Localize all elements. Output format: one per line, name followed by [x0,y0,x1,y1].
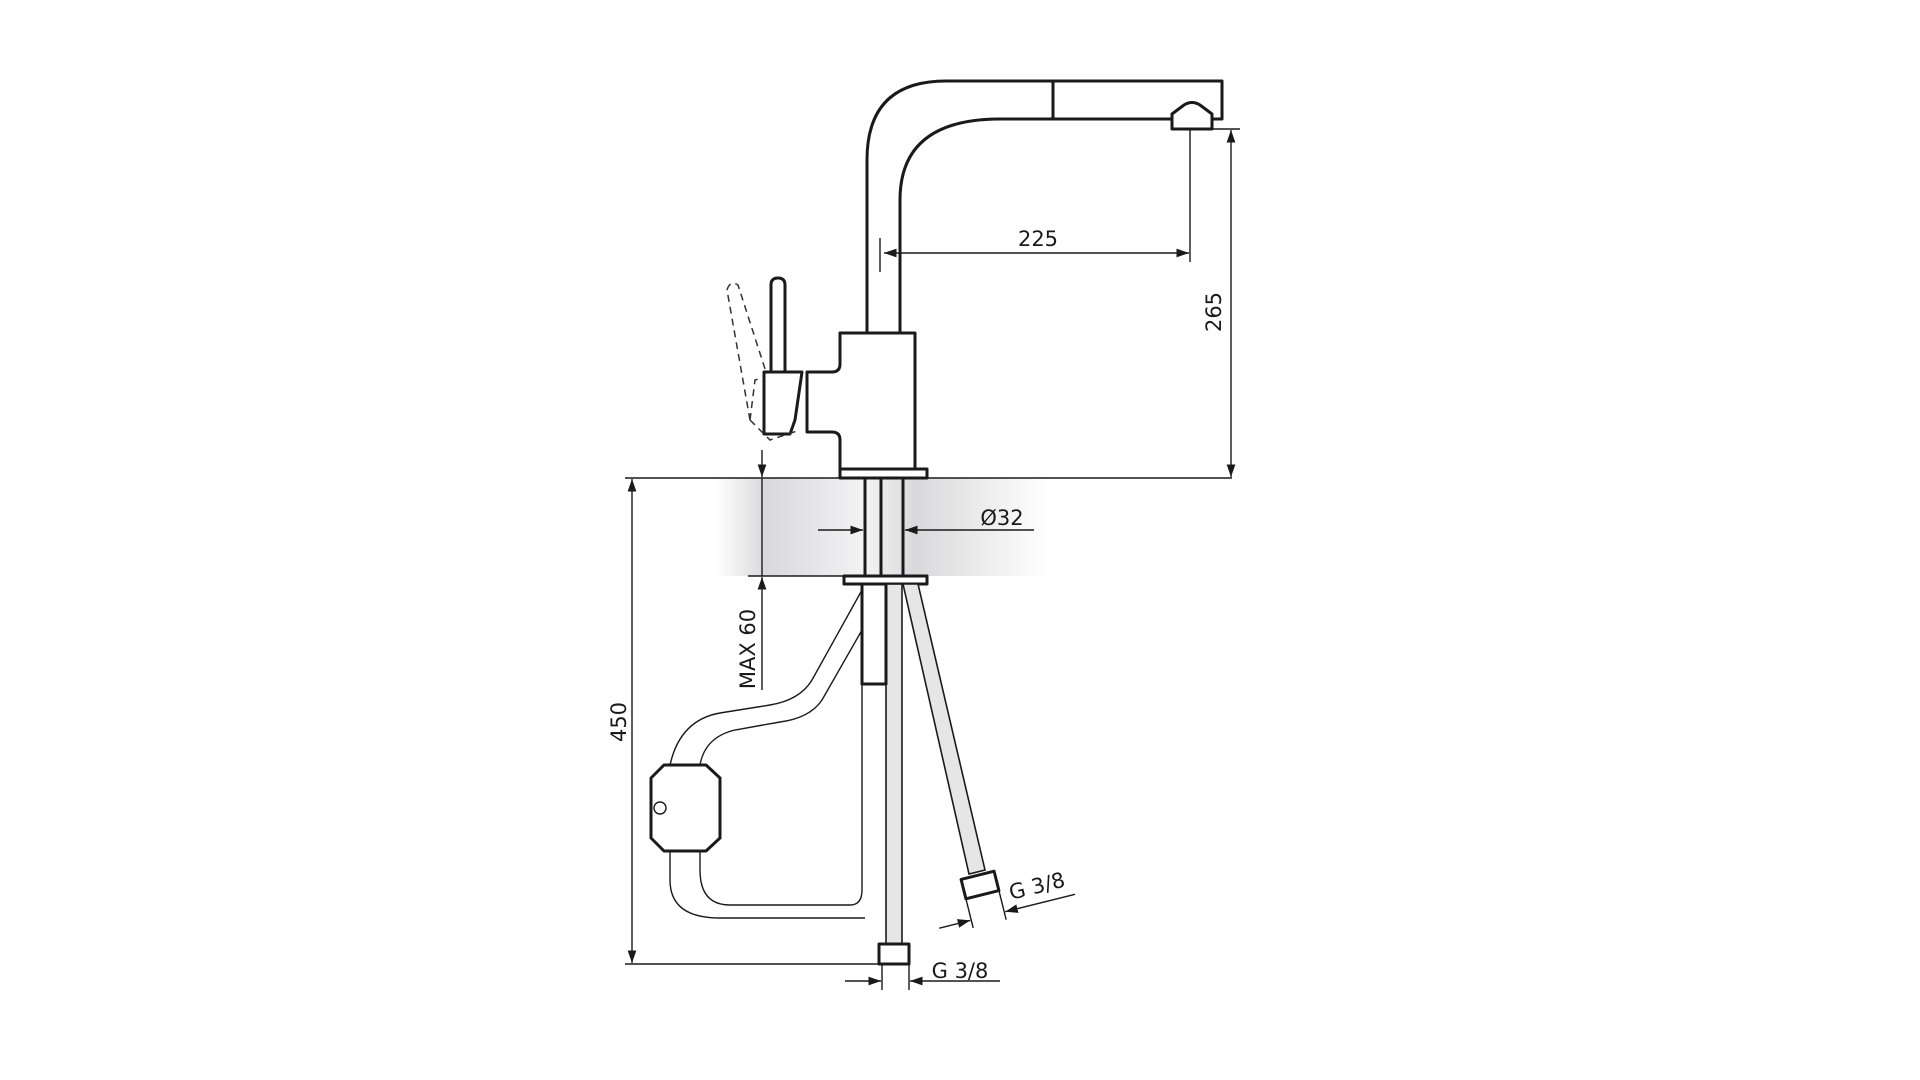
pull-out-hose [669,589,865,919]
lever-alternate-position [726,282,801,441]
dim-225-label: 225 [1018,227,1058,251]
hose-weight [649,763,722,853]
supply-hose-angled [901,583,986,875]
dim-450-label: 450 [607,702,631,742]
dim-g38-angled-ext [965,898,974,929]
supply-hose-vertical [885,583,903,945]
hose-connector [860,582,888,686]
dim-265-label: 265 [1202,292,1226,332]
lever-handle [769,276,787,372]
aerator [1170,101,1214,131]
spout [865,79,1224,333]
dim-g38-angled-ext [998,890,1007,920]
lever-cartridge [762,370,804,436]
dim-32-label: Ø32 [980,506,1023,530]
hose-weight-screw [653,801,667,815]
connector-bottom [877,942,911,966]
faucet-body [805,331,917,471]
connector-angled [959,869,1001,901]
dim-60-label: MAX 60 [736,609,760,689]
dim-g38-angled-label: G 3/8 [1007,868,1068,905]
dim-g38-angled-left [939,919,971,929]
dim-g38-angled-right [1005,893,1076,913]
base-plate [838,467,929,480]
dim-g38-bottom-label: G 3/8 [932,959,989,983]
